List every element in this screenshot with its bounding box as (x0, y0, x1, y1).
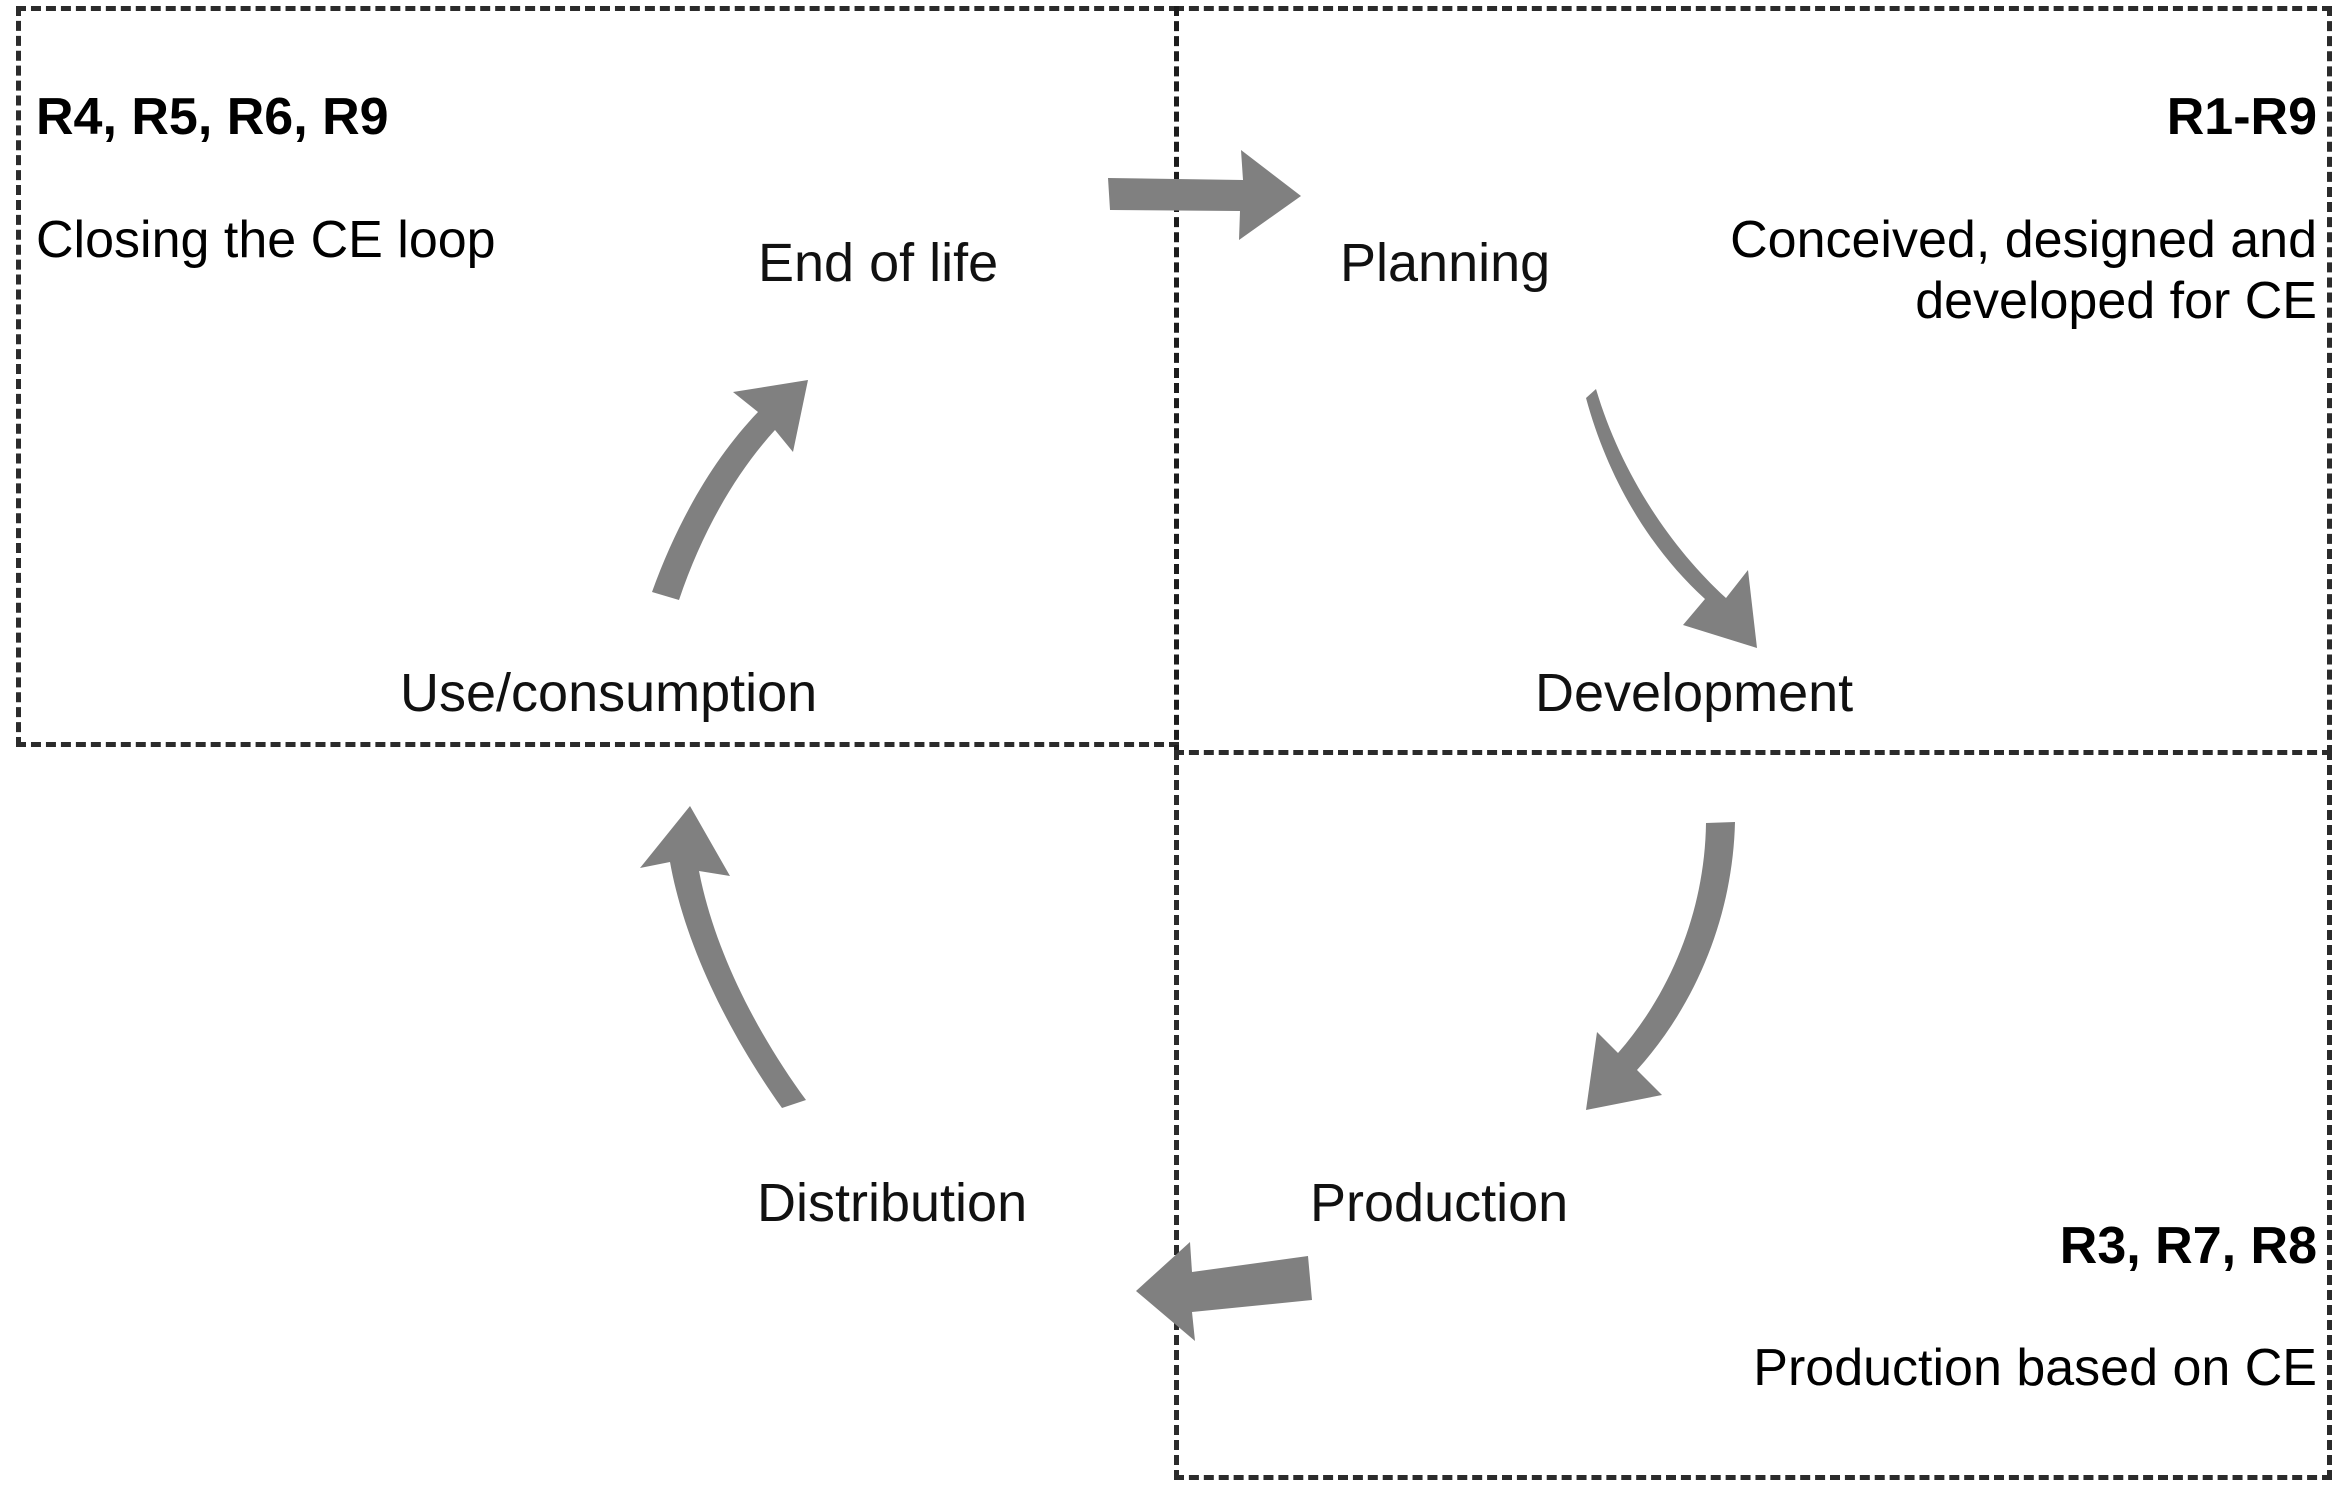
arrow-end-of-life-to-planning (1108, 150, 1301, 240)
arrow-planning-to-development (1586, 389, 1757, 648)
stage-label-development: Development (1535, 663, 1854, 723)
annotation-top-right-description: Conceived, designed and developed for CE (1730, 211, 2317, 331)
annotation-bottom-right: R3, R7, R8 Production based on CE (1437, 1154, 2317, 1461)
quadrant-divider-vertical (1174, 6, 1179, 755)
stage-label-distribution: Distribution (757, 1173, 1028, 1233)
annotation-top-left-description: Closing the CE loop (36, 211, 496, 270)
arrow-production-to-distribution (1136, 1242, 1312, 1341)
annotation-top-left: R4, R5, R6, R9 Closing the CE loop (36, 26, 676, 333)
annotation-top-right: R1-R9 Conceived, designed and developed … (1557, 26, 2317, 394)
stage-label-planning: Planning (1340, 233, 1551, 293)
stage-label-end-of-life: End of life (758, 233, 999, 293)
arrow-development-to-production (1586, 822, 1735, 1110)
annotation-bottom-right-description: Production based on CE (1753, 1339, 2317, 1398)
annotation-top-right-codes: R1-R9 (2166, 88, 2317, 147)
annotation-bottom-right-codes: R3, R7, R8 (2059, 1216, 2317, 1275)
stage-label-production: Production (1310, 1173, 1569, 1233)
annotation-top-left-codes: R4, R5, R6, R9 (36, 88, 389, 147)
stage-label-use-consumption: Use/consumption (400, 663, 818, 723)
arrow-use-to-end-of-life (652, 380, 808, 600)
arrow-distribution-to-use (640, 806, 806, 1108)
